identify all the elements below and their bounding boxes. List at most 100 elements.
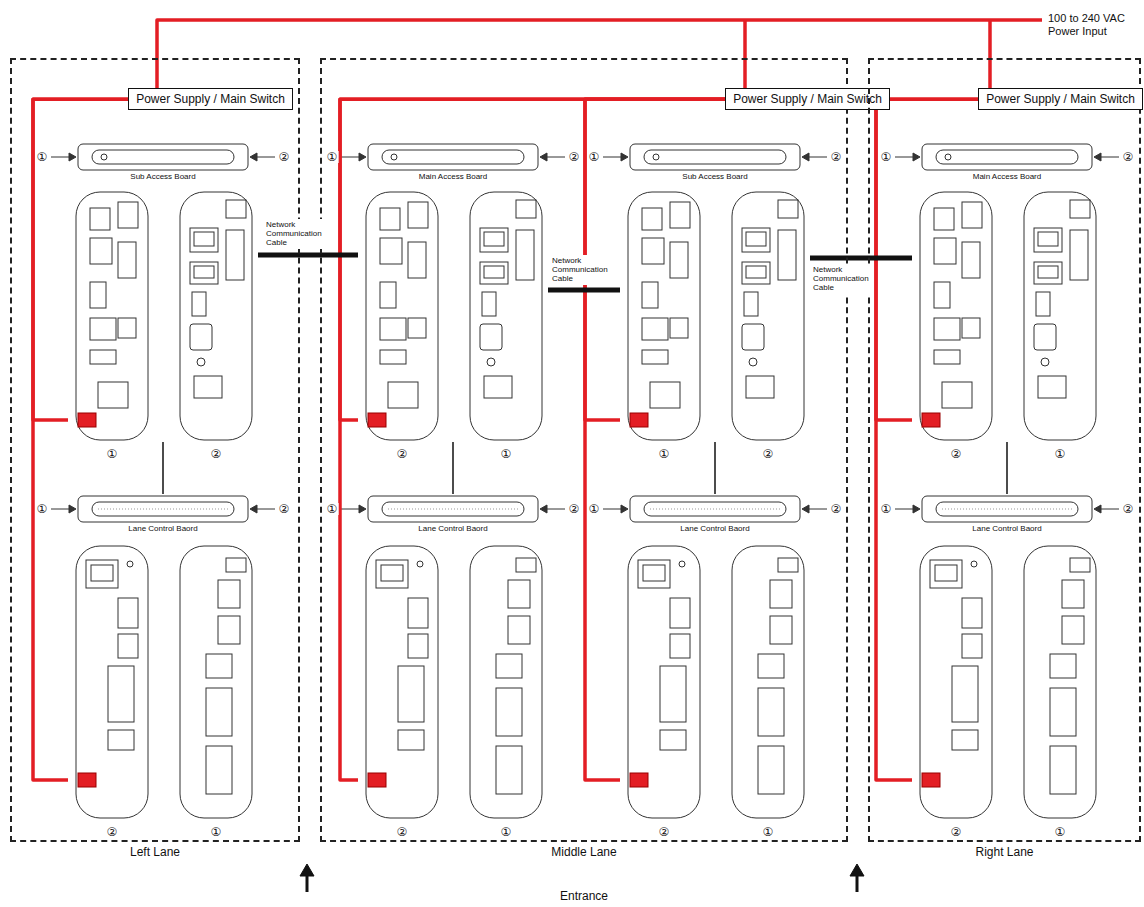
lane-region: Middle LanePower Supply / Main SwitchMai… [320, 58, 848, 842]
board-name: Lane Control Baord [358, 525, 548, 534]
callout-number: ① [210, 826, 223, 838]
callout-number: ① [588, 151, 601, 163]
lane-control-board: Lane Control Baord [620, 494, 810, 820]
callout-number: ① [762, 826, 775, 838]
box-label: Power Supply / Main Switch [134, 92, 287, 106]
callout-number: ① [658, 448, 671, 460]
callout-number: ① [36, 503, 49, 515]
lane-control-board-drawing [603, 496, 827, 818]
callout-number: ② [568, 151, 581, 163]
box-label: Power Supply / Main Switch [731, 92, 884, 106]
callout-number: ② [106, 826, 119, 838]
board-name: Lane Control Baord [68, 525, 258, 534]
power-supply-box: Power Supply / Main Switch [978, 88, 1143, 110]
board-name: Lane Control Baord [620, 525, 810, 534]
box-label: Power Supply / Main Switch [984, 92, 1137, 106]
power-input-wire [157, 20, 1042, 88]
lane-control-board: Lane Control Baord [68, 494, 258, 820]
access-board-drawing [895, 144, 1119, 440]
access-board: Main Access Board [358, 142, 548, 442]
power-supply-box: Power Supply / Main Switch [725, 88, 890, 110]
callout-number: ① [106, 448, 119, 460]
entrance-arrow [300, 864, 314, 876]
lane-title: Right Lane [870, 845, 1139, 859]
lane-title: Left Lane [12, 845, 298, 859]
power-input-wire [157, 20, 1042, 88]
access-board-drawing [603, 144, 827, 440]
callout-number: ② [278, 503, 291, 515]
entrance-arrow [856, 874, 859, 892]
power-input-note: 100 to 240 VAC Power Input [1048, 12, 1140, 37]
callout-number: ① [1054, 826, 1067, 838]
callout-number: ① [588, 503, 601, 515]
signal-wire [714, 442, 716, 494]
cable-label: Network Communication Cable [811, 264, 873, 294]
callout-number: ① [1054, 448, 1067, 460]
network-cable [548, 288, 620, 293]
signal-wire [162, 442, 164, 494]
power-supply-box: Power Supply / Main Switch [128, 88, 293, 110]
network-cable [810, 256, 912, 261]
board-name: Lane Control Baord [912, 525, 1102, 534]
lane-control-board: Lane Control Baord [358, 494, 548, 820]
power-wire [33, 99, 128, 780]
callout-number: ① [326, 503, 339, 515]
signal-wire [452, 442, 454, 494]
lane-control-board-drawing [51, 496, 275, 818]
power-wire [876, 99, 978, 780]
board-name: Sub Access Board [68, 173, 258, 182]
callout-number: ② [1122, 151, 1135, 163]
lane-region: Right LanePower Supply / Main SwitchMain… [868, 58, 1141, 842]
board-name: Main Access Board [912, 173, 1102, 182]
callout-number: ② [396, 826, 409, 838]
lane-control-board-drawing [341, 496, 565, 818]
callout-number: ② [762, 448, 775, 460]
callout-number: ① [500, 826, 513, 838]
access-board: Sub Access Board [68, 142, 258, 442]
power-input-wire [743, 20, 747, 88]
access-board-drawing [51, 144, 275, 440]
power-wire [33, 99, 128, 420]
callout-number: ② [568, 503, 581, 515]
callout-number: ② [950, 448, 963, 460]
lane-control-board-drawing [895, 496, 1119, 818]
cable-label: Network Communication Cable [550, 255, 614, 285]
callout-number: ① [880, 151, 893, 163]
power-wire [585, 99, 725, 420]
lane-title: Middle Lane [322, 845, 846, 859]
callout-number: ① [36, 151, 49, 163]
lane-region: Left LanePower Supply / Main SwitchSub A… [10, 58, 300, 842]
access-board-drawing [341, 144, 565, 440]
callout-number: ② [1122, 503, 1135, 515]
power-wire [585, 99, 725, 780]
callout-number: ② [830, 503, 843, 515]
signal-wire [1006, 442, 1008, 494]
network-cable [258, 253, 358, 258]
callout-number: ② [830, 151, 843, 163]
access-board: Main Access Board [912, 142, 1102, 442]
callout-number: ② [210, 448, 223, 460]
board-name: Main Access Board [358, 173, 548, 182]
callout-number: ② [278, 151, 291, 163]
entrance-arrow [300, 864, 864, 892]
access-board: Sub Access Board [620, 142, 810, 442]
callout-number: ① [500, 448, 513, 460]
cable-label: Network Communication Cable [264, 219, 328, 249]
callout-number: ① [326, 151, 339, 163]
power-wire [340, 99, 725, 780]
callout-number: ① [880, 503, 893, 515]
callout-number: ② [950, 826, 963, 838]
entrance-label: Entrance [558, 890, 610, 903]
entrance-arrow [306, 874, 309, 892]
board-name: Sub Access Board [620, 173, 810, 182]
power-wire [340, 99, 725, 420]
callout-number: ② [658, 826, 671, 838]
entrance-arrow [850, 864, 864, 876]
lane-control-board: Lane Control Baord [912, 494, 1102, 820]
power-input-wire [988, 20, 992, 88]
callout-number: ② [396, 448, 409, 460]
